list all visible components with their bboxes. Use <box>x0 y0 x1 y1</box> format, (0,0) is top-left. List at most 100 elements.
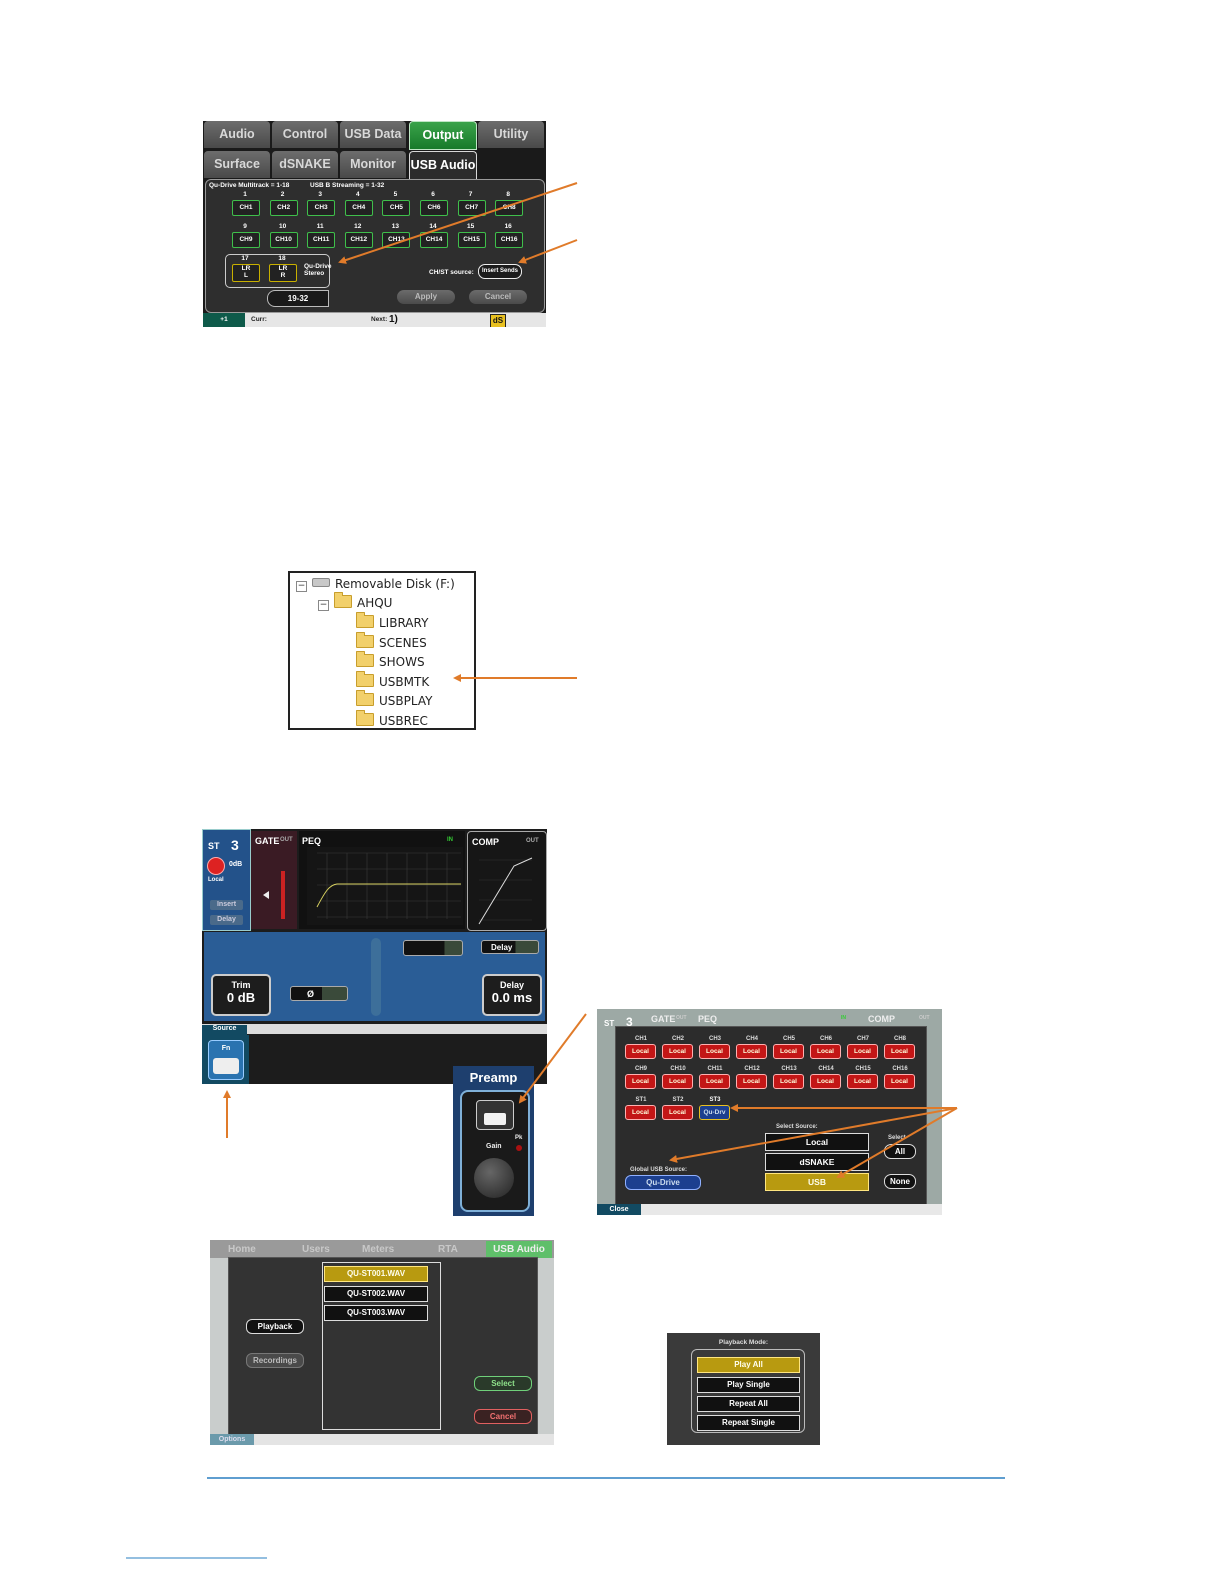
patch-channel-button[interactable]: CH6 <box>420 200 448 216</box>
tab-surface[interactable]: Surface <box>204 151 270 178</box>
mode-play-all[interactable]: Play All <box>697 1357 800 1373</box>
recordings-button[interactable]: Recordings <box>246 1353 304 1368</box>
source-local-channel-button[interactable]: Local <box>736 1074 767 1089</box>
delay-toggle[interactable]: Delay <box>481 940 539 954</box>
source-local-channel-button[interactable]: Local <box>699 1044 730 1059</box>
source-local-channel-button[interactable]: Local <box>847 1044 878 1059</box>
tab-utility[interactable]: Utility <box>478 121 544 148</box>
tab-dsnake[interactable]: dSNAKE <box>272 151 338 178</box>
fn-label: Fn <box>221 1045 231 1052</box>
source-local-channel-button[interactable]: Local <box>773 1044 804 1059</box>
playback-button[interactable]: Playback <box>246 1319 304 1334</box>
patch-channel-button[interactable]: CH16 <box>495 232 524 248</box>
file-item-2[interactable]: QU-ST002.WAV <box>324 1286 428 1302</box>
gain-knob-icon[interactable] <box>474 1158 514 1198</box>
mode-repeat-single[interactable]: Repeat Single <box>697 1415 800 1431</box>
usb-source-button[interactable] <box>476 1100 514 1130</box>
patch-channel-button[interactable]: CH12 <box>344 232 373 248</box>
apply-button[interactable]: Apply <box>397 290 455 304</box>
source-local-channel-button[interactable]: Local <box>736 1044 767 1059</box>
mode-play-single[interactable]: Play Single <box>697 1377 800 1393</box>
patch-channel-button[interactable]: CH11 <box>307 232 336 248</box>
tree-folder[interactable]: USBREC <box>356 709 428 729</box>
source-local-channel-button[interactable]: Local <box>625 1044 656 1059</box>
bg-gate-state: OUT <box>676 1015 687 1021</box>
patch-channel-button[interactable]: CH10 <box>269 232 298 248</box>
mode-repeat-all[interactable]: Repeat All <box>697 1396 800 1412</box>
file-item-1[interactable]: QU-ST001.WAV <box>324 1266 428 1282</box>
source-local-channel-button[interactable]: Local <box>662 1074 693 1089</box>
source-qu-drv-button[interactable]: Qu-Drv <box>699 1105 730 1120</box>
patch-channel-button[interactable]: CH7 <box>457 200 486 216</box>
arrow-qu-drive-stereo <box>338 182 578 264</box>
channel-strip[interactable]: ST 3 0dB Local Insert Delay <box>202 829 251 931</box>
source-local-channel-button[interactable]: Local <box>884 1044 915 1059</box>
insert-button[interactable]: Insert <box>210 900 243 910</box>
fader-track[interactable] <box>371 938 381 1016</box>
tree-folder[interactable]: SCENES <box>356 631 427 652</box>
patch-channel-button[interactable]: CH13 <box>382 232 411 248</box>
tree-folder[interactable]: LIBRARY <box>356 612 428 632</box>
tab-usb-audio[interactable]: USB Audio <box>409 151 477 179</box>
collapse-icon[interactable]: − <box>296 581 307 592</box>
bottom-bar <box>210 1434 554 1445</box>
select-none-button[interactable]: None <box>884 1174 916 1189</box>
global-usb-source-button[interactable]: Qu-Drive <box>625 1175 701 1190</box>
source-local-channel-button[interactable]: Local <box>810 1074 841 1089</box>
tab-usb-data[interactable]: USB Data <box>340 121 406 148</box>
delay-value: 0.0 ms <box>491 990 533 1005</box>
gain-knob-icon[interactable] <box>207 857 225 875</box>
patch-number: 16 <box>504 223 512 230</box>
tree-folder[interactable]: USBPLAY <box>356 690 432 710</box>
source-local-channel-button[interactable]: Local <box>699 1074 730 1089</box>
source-local-channel-button[interactable]: Local <box>625 1105 656 1120</box>
phase-toggle[interactable]: Ø <box>290 986 348 1001</box>
patch-channel-button[interactable]: CH5 <box>382 200 411 216</box>
patch-channel-button[interactable]: CH1 <box>232 200 260 216</box>
comp-block[interactable]: COMP OUT <box>467 831 547 931</box>
select-button[interactable]: Select <box>474 1376 532 1391</box>
bg-peq: PEQ <box>698 1014 718 1024</box>
close-tab[interactable]: Close <box>597 1204 641 1215</box>
source-local-channel-button[interactable]: Local <box>810 1044 841 1059</box>
hpf-toggle[interactable] <box>403 940 463 956</box>
delay-small-button[interactable]: Delay <box>210 915 243 925</box>
peq-block[interactable]: PEQ IN <box>299 831 465 929</box>
cancel-button[interactable]: Cancel <box>474 1409 532 1424</box>
file-item-3[interactable]: QU-ST003.WAV <box>324 1305 428 1321</box>
tree-drive[interactable]: −Removable Disk (F:) <box>296 575 455 593</box>
collapse-icon[interactable]: − <box>318 600 329 611</box>
source-local-channel-button[interactable]: Local <box>773 1074 804 1089</box>
source-local-channel-button[interactable]: Local <box>662 1105 693 1120</box>
fn-button[interactable]: Fn <box>208 1040 244 1080</box>
delay-control[interactable]: Delay 0.0 ms <box>482 974 542 1016</box>
tab-monitor[interactable]: Monitor <box>340 151 406 178</box>
options-tab[interactable]: Options <box>210 1434 254 1445</box>
patch-channel-button[interactable]: CH14 <box>420 232 448 248</box>
patch-channel-button[interactable]: CH15 <box>457 232 486 248</box>
source-dsnake-button[interactable]: dSNAKE <box>765 1153 869 1171</box>
gate-block[interactable]: GATE OUT <box>251 831 297 929</box>
cancel-button[interactable]: Cancel <box>469 290 527 304</box>
source-tab[interactable]: Source <box>202 1025 247 1035</box>
source-local-channel-button[interactable]: Local <box>884 1074 915 1089</box>
tab-control[interactable]: Control <box>272 121 338 148</box>
patch-channel-button[interactable]: CH2 <box>269 200 298 216</box>
source-label: CH/ST source: <box>429 269 474 276</box>
insert-sends-button[interactable]: Insert Sends <box>478 264 522 279</box>
source-local-channel-button[interactable]: Local <box>847 1074 878 1089</box>
tree-folder[interactable]: SHOWS <box>356 651 425 671</box>
tree-folder[interactable]: USBMTK <box>356 670 429 691</box>
patch-channel-button[interactable]: CH3 <box>307 200 336 216</box>
patch-channel-button[interactable]: CH4 <box>344 200 373 216</box>
tab-audio[interactable]: Audio <box>204 121 270 148</box>
tree-root[interactable]: −AHQU <box>318 592 392 612</box>
range-19-32-button[interactable]: 19-32 <box>267 290 329 307</box>
source-local-channel-button[interactable]: Local <box>662 1044 693 1059</box>
trim-control[interactable]: Trim 0 dB <box>211 974 271 1016</box>
source-local-channel-button[interactable]: Local <box>625 1074 656 1089</box>
select-all-button[interactable]: All <box>884 1144 916 1159</box>
patch-channel-button[interactable]: CH9 <box>232 232 260 248</box>
